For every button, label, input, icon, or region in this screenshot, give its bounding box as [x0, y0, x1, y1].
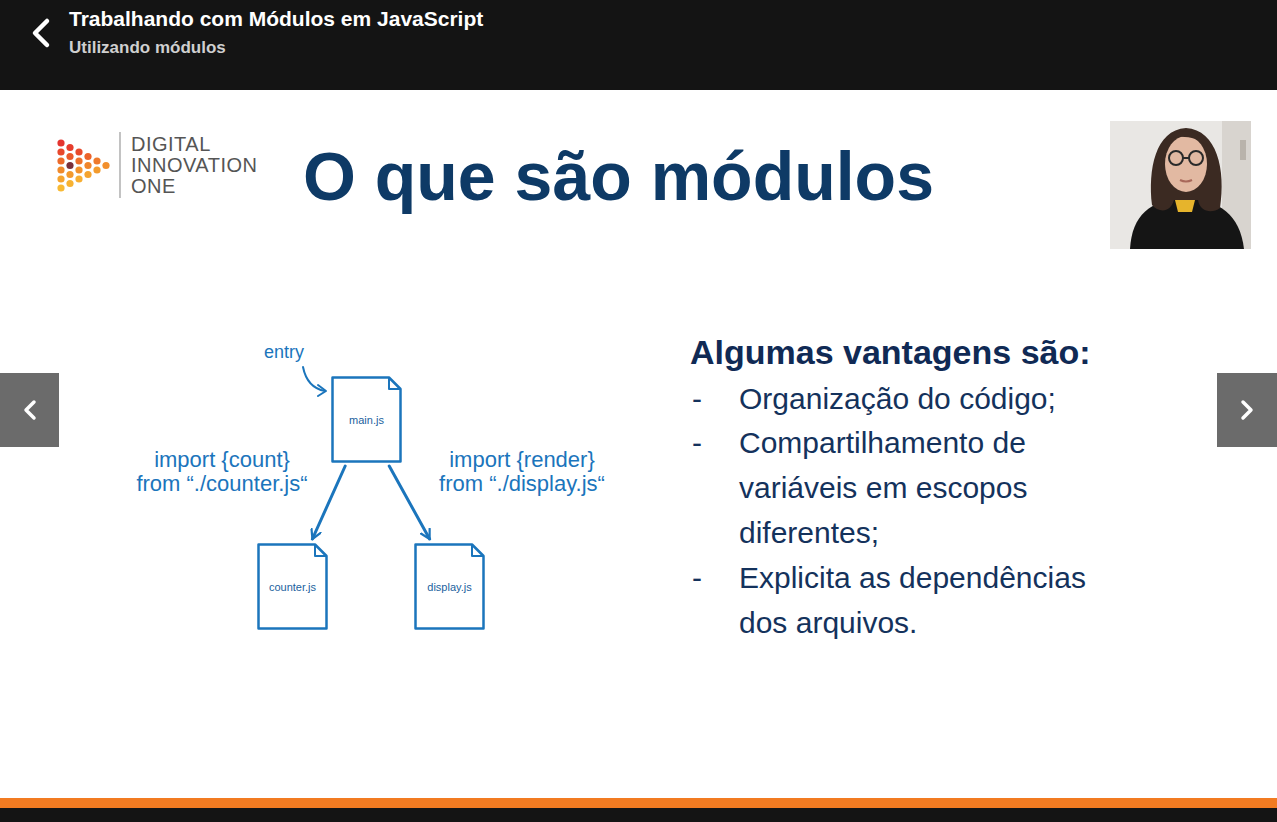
- prev-button: [0, 373, 59, 447]
- entry-label: entry: [264, 341, 304, 363]
- next-button: [1217, 373, 1277, 447]
- lesson-subtitle: Utilizando módulos: [69, 37, 226, 59]
- file-name: main.js: [349, 414, 384, 426]
- entry-leader-head: [318, 385, 326, 396]
- file-icon: main.js: [331, 376, 402, 463]
- file-name: display.js: [427, 581, 471, 593]
- bullet-dash: -: [692, 420, 702, 465]
- prev-chevron: [26, 402, 34, 418]
- logo-dots: [57, 139, 109, 191]
- bottom-bar: [0, 808, 1277, 822]
- back-chevron: [35, 21, 47, 45]
- slide-title: O que são módulos: [303, 136, 934, 216]
- import-arrow: [389, 466, 429, 539]
- bullet-dash: -: [692, 555, 702, 600]
- bullet-item: Organização do código;: [739, 376, 1139, 421]
- file-name: counter.js: [269, 581, 316, 593]
- top-bar: [0, 0, 1277, 90]
- file-icon: display.js: [414, 543, 485, 630]
- next-chevron: [1243, 402, 1251, 418]
- logo-text: DIGITAL INNOVATION ONE: [131, 134, 257, 197]
- logo-separator: [119, 132, 120, 198]
- bullet-item: Compartilhamento de variáveis em escopos…: [739, 420, 1139, 555]
- bullet-dash: -: [692, 376, 702, 421]
- course-title: Trabalhando com Módulos em JavaScript: [69, 6, 483, 32]
- import-arrow: [312, 466, 345, 539]
- orange-bar: [0, 798, 1277, 808]
- file-icon: counter.js: [257, 543, 328, 630]
- import-label: import {render} from “./display.js“: [432, 448, 612, 496]
- list-heading: Algumas vantagens são:: [690, 331, 1091, 373]
- bullet-item: Explicita as dependências dos arquivos.: [739, 555, 1139, 645]
- import-label: import {count} from “./counter.js“: [132, 448, 312, 496]
- webcam-inset: [1110, 121, 1251, 249]
